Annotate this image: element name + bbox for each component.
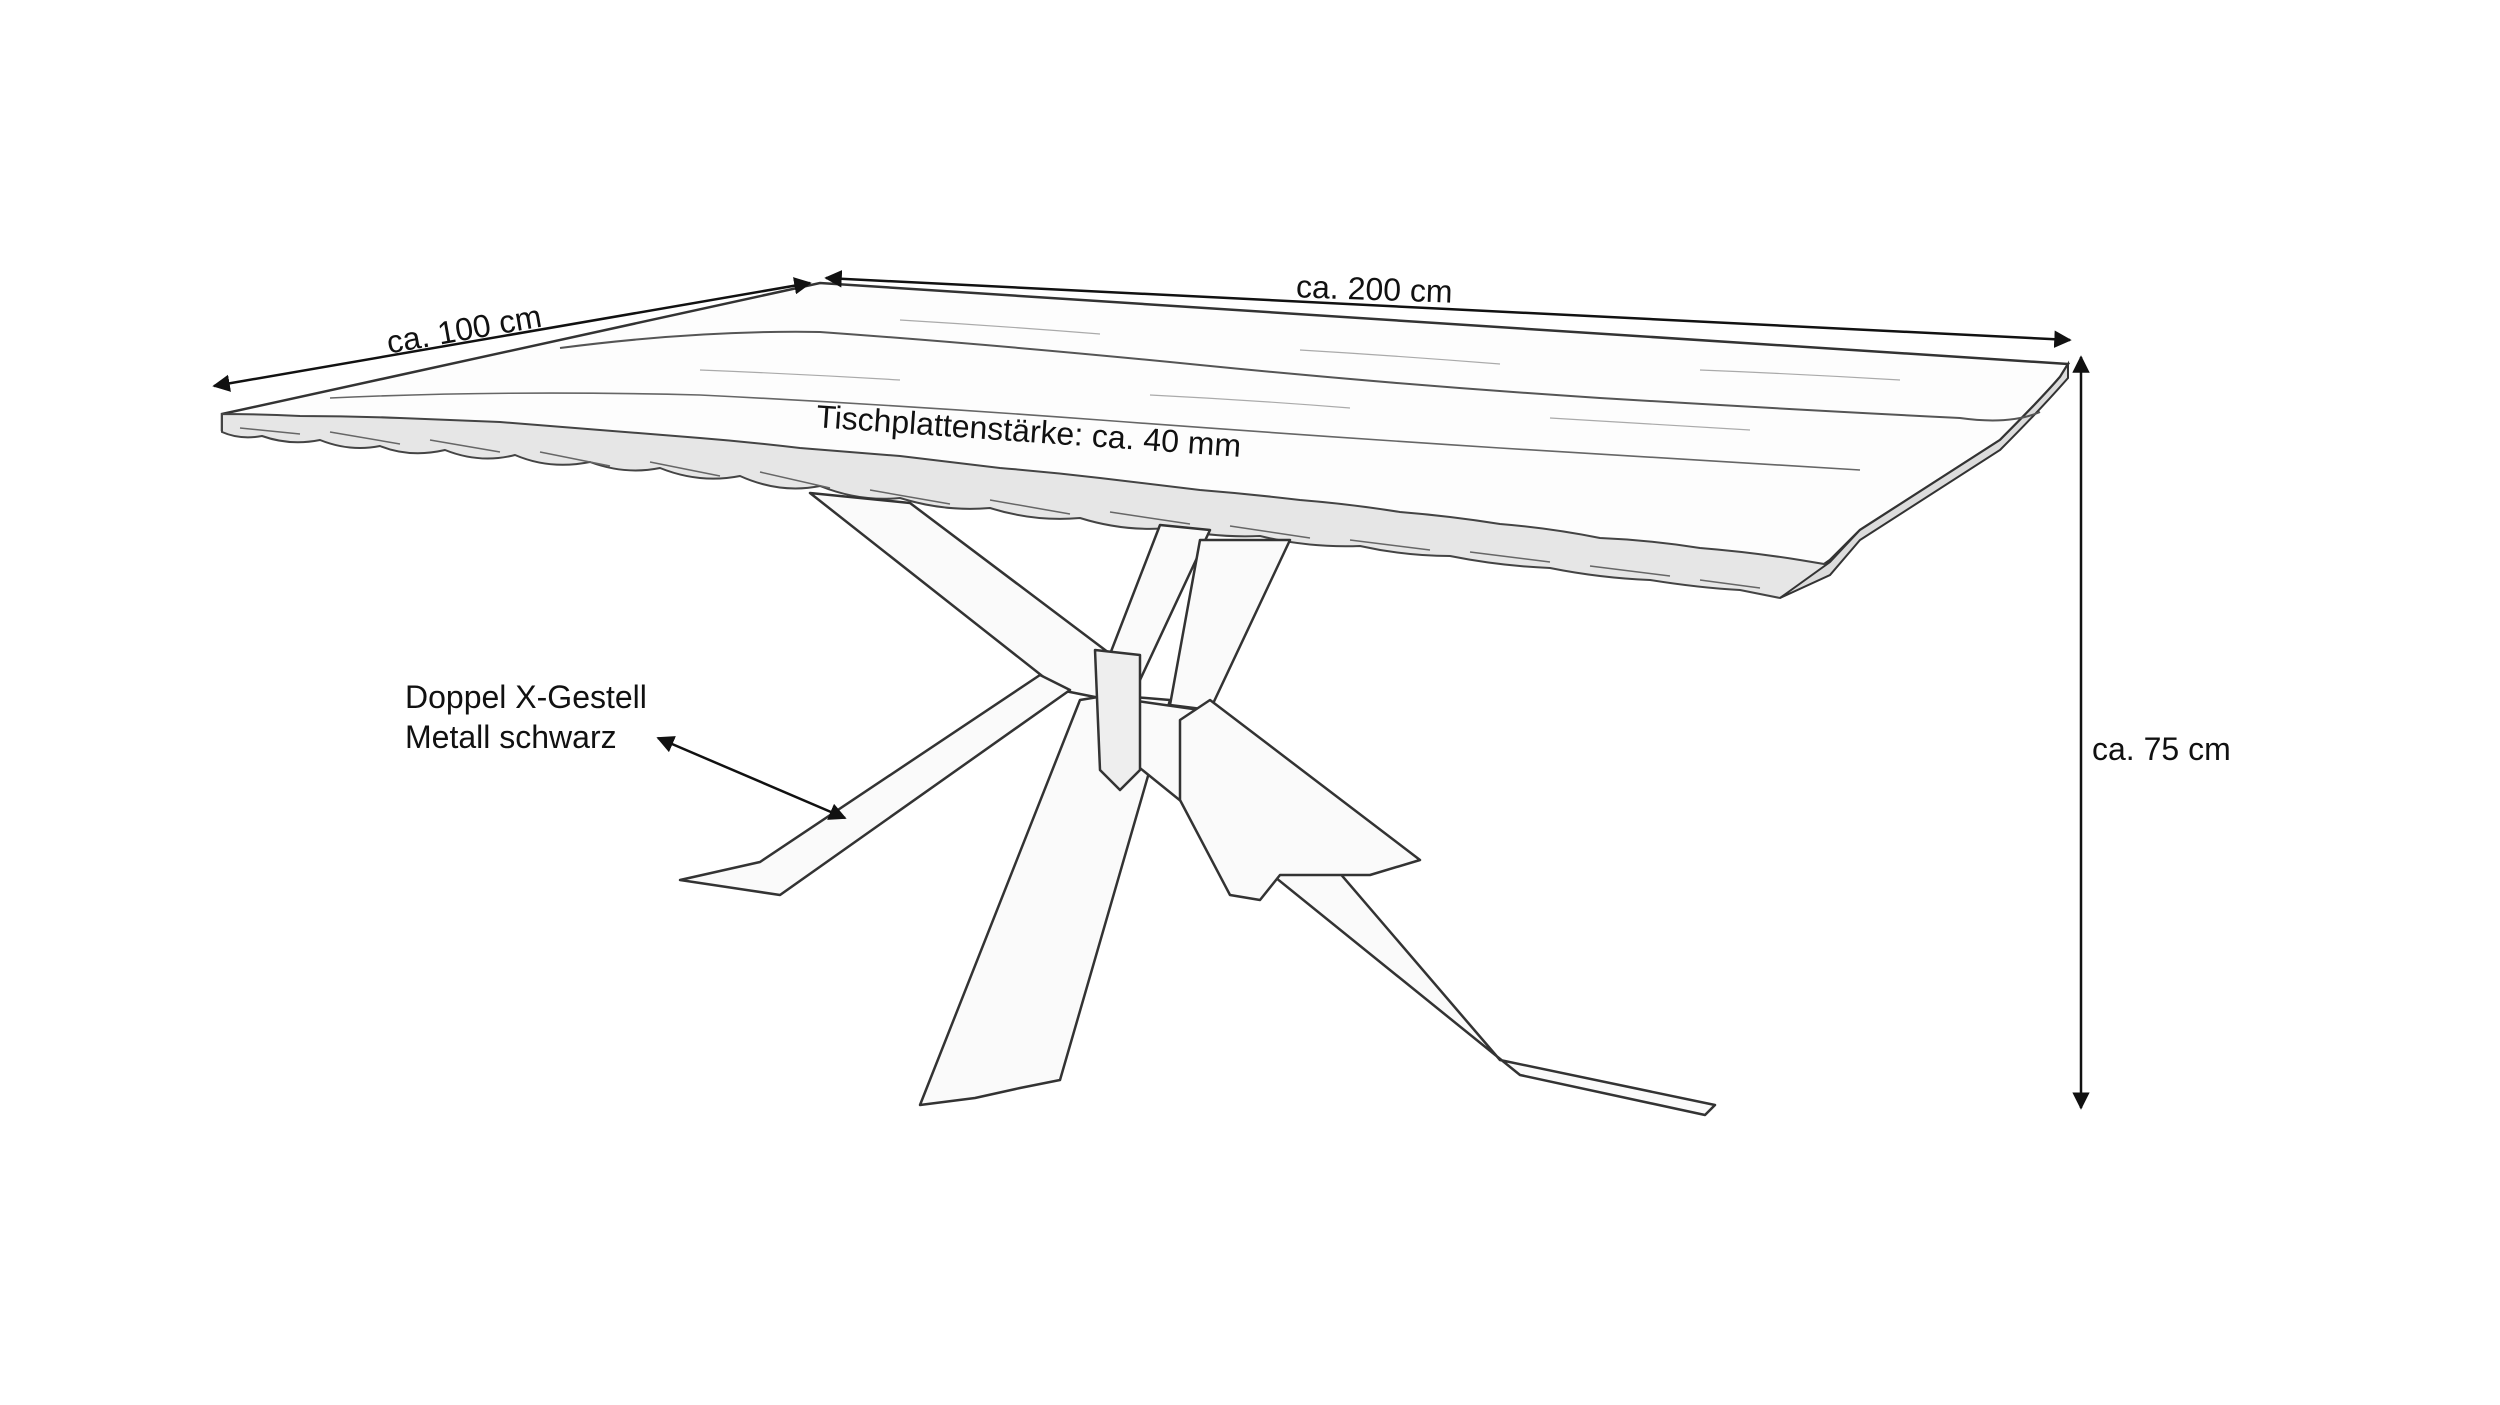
frame-center-hub — [1093, 648, 1142, 792]
table-top-end-face — [1779, 360, 2069, 599]
wood-seam-2 — [329, 392, 1861, 471]
frame-leg-back-right — [1178, 698, 1422, 902]
length-label: ca. 200 cm — [1296, 268, 1454, 309]
height-label: ca. 75 cm — [2092, 731, 2231, 767]
frame-pointer-arrow — [656, 736, 847, 820]
width-dimension-arrow — [212, 277, 812, 392]
frame-leg-back-left — [678, 673, 1072, 897]
live-edge-texture — [239, 427, 1761, 589]
x-frame — [678, 491, 1717, 1117]
dimension-lines — [212, 270, 2090, 1110]
frame-label-line1: Doppel X-Gestell — [405, 679, 647, 715]
frame-arm-upper-left — [808, 491, 1127, 702]
length-dimension-arrow — [824, 270, 2072, 348]
frame-label-line2: Metall schwarz — [405, 719, 617, 755]
